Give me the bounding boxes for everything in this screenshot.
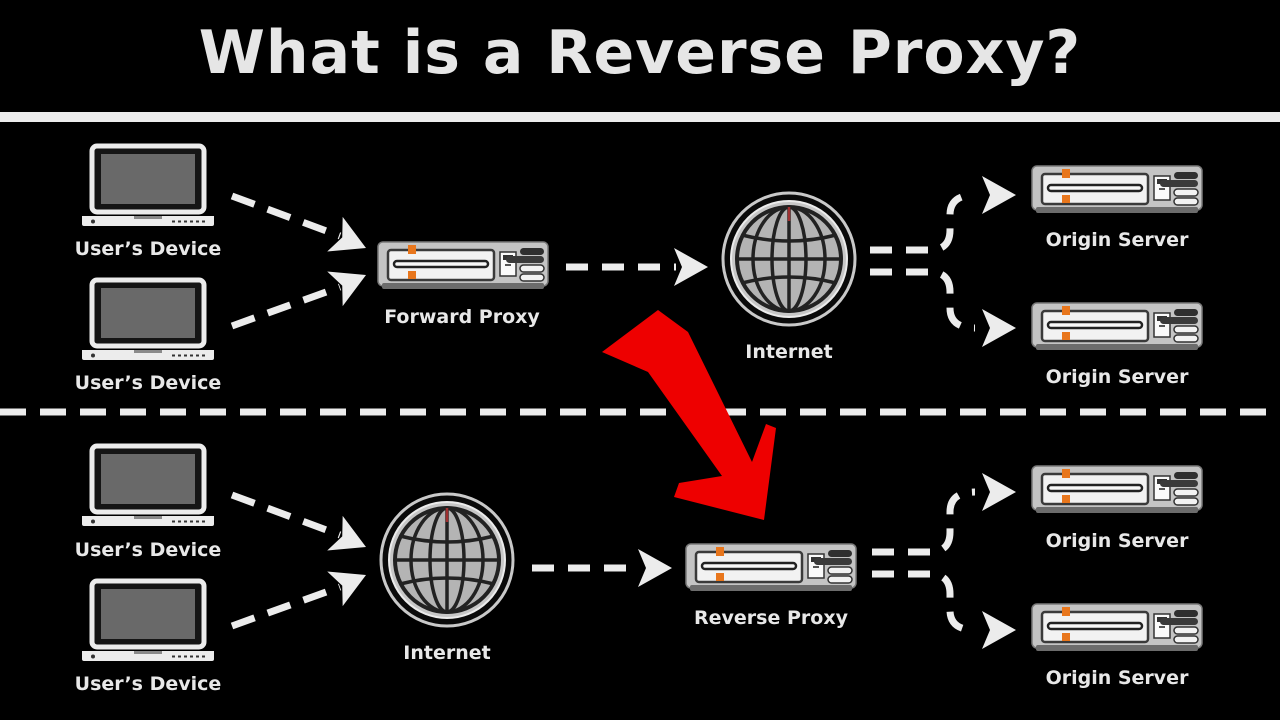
server-icon xyxy=(1030,602,1204,653)
forward-proxy-server-icon xyxy=(376,240,550,291)
laptop-icon xyxy=(82,146,214,226)
forward-internet-label: Internet xyxy=(745,341,832,363)
forward-server-top-label: Origin Server xyxy=(1046,229,1190,251)
forward-proxy-label: Forward Proxy xyxy=(384,306,540,328)
reverse-proxy-server-icon xyxy=(684,542,858,593)
laptop-icon xyxy=(82,446,214,526)
forward-internet-to-servers-arrows xyxy=(870,191,976,332)
globe-icon xyxy=(721,191,857,327)
laptop-icon xyxy=(82,280,214,360)
red-arrow-icon xyxy=(602,310,776,520)
reverse-device-top-label: User’s Device xyxy=(75,539,222,561)
title-divider xyxy=(0,112,1280,122)
forward-proxy-to-internet-arrow xyxy=(566,248,708,286)
globe-icon xyxy=(379,492,515,628)
reverse-section: User’s Device User’s Device Internet Rev… xyxy=(75,446,1204,695)
forward-device-bottom-label: User’s Device xyxy=(75,372,222,394)
forward-section: User’s Device User’s Device Forward Prox… xyxy=(75,146,1204,394)
forward-device-top-label: User’s Device xyxy=(75,238,222,260)
reverse-device-arrows xyxy=(230,491,374,630)
reverse-server-bottom-label: Origin Server xyxy=(1046,667,1190,689)
page-title: What is a Reverse Proxy? xyxy=(198,18,1082,88)
server-icon xyxy=(1030,164,1204,215)
laptop-icon xyxy=(82,581,214,661)
reverse-proxy-label: Reverse Proxy xyxy=(694,607,849,629)
reverse-internet-to-proxy-arrow xyxy=(532,549,672,587)
forward-server-bottom-label: Origin Server xyxy=(1046,366,1190,388)
reverse-internet-label: Internet xyxy=(403,642,490,664)
server-icon xyxy=(1030,464,1204,515)
forward-device-arrows xyxy=(230,192,374,330)
server-icon xyxy=(1030,301,1204,352)
reverse-proxy-to-servers-arrows xyxy=(872,488,976,634)
reverse-server-top-label: Origin Server xyxy=(1046,530,1190,552)
reverse-device-bottom-label: User’s Device xyxy=(75,673,222,695)
